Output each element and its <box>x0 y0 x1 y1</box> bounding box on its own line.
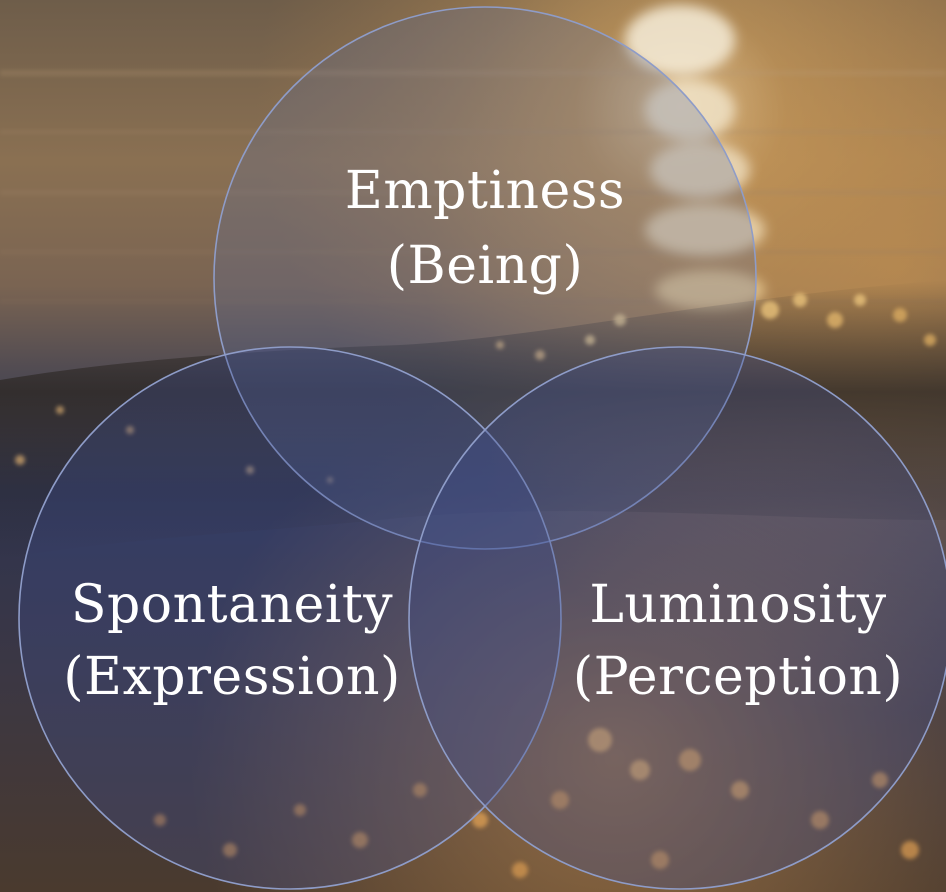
circle-emptiness <box>213 6 757 550</box>
emptiness-title: Emptiness <box>345 161 625 221</box>
luminosity-title: Luminosity <box>589 575 886 635</box>
spontaneity-title: Spontaneity <box>71 575 393 635</box>
luminosity-subtitle: (Perception) <box>573 647 903 707</box>
emptiness-subtitle: (Being) <box>387 236 583 296</box>
circle-spontaneity <box>18 346 562 890</box>
spontaneity-subtitle: (Expression) <box>63 647 401 707</box>
circle-luminosity <box>408 346 946 890</box>
